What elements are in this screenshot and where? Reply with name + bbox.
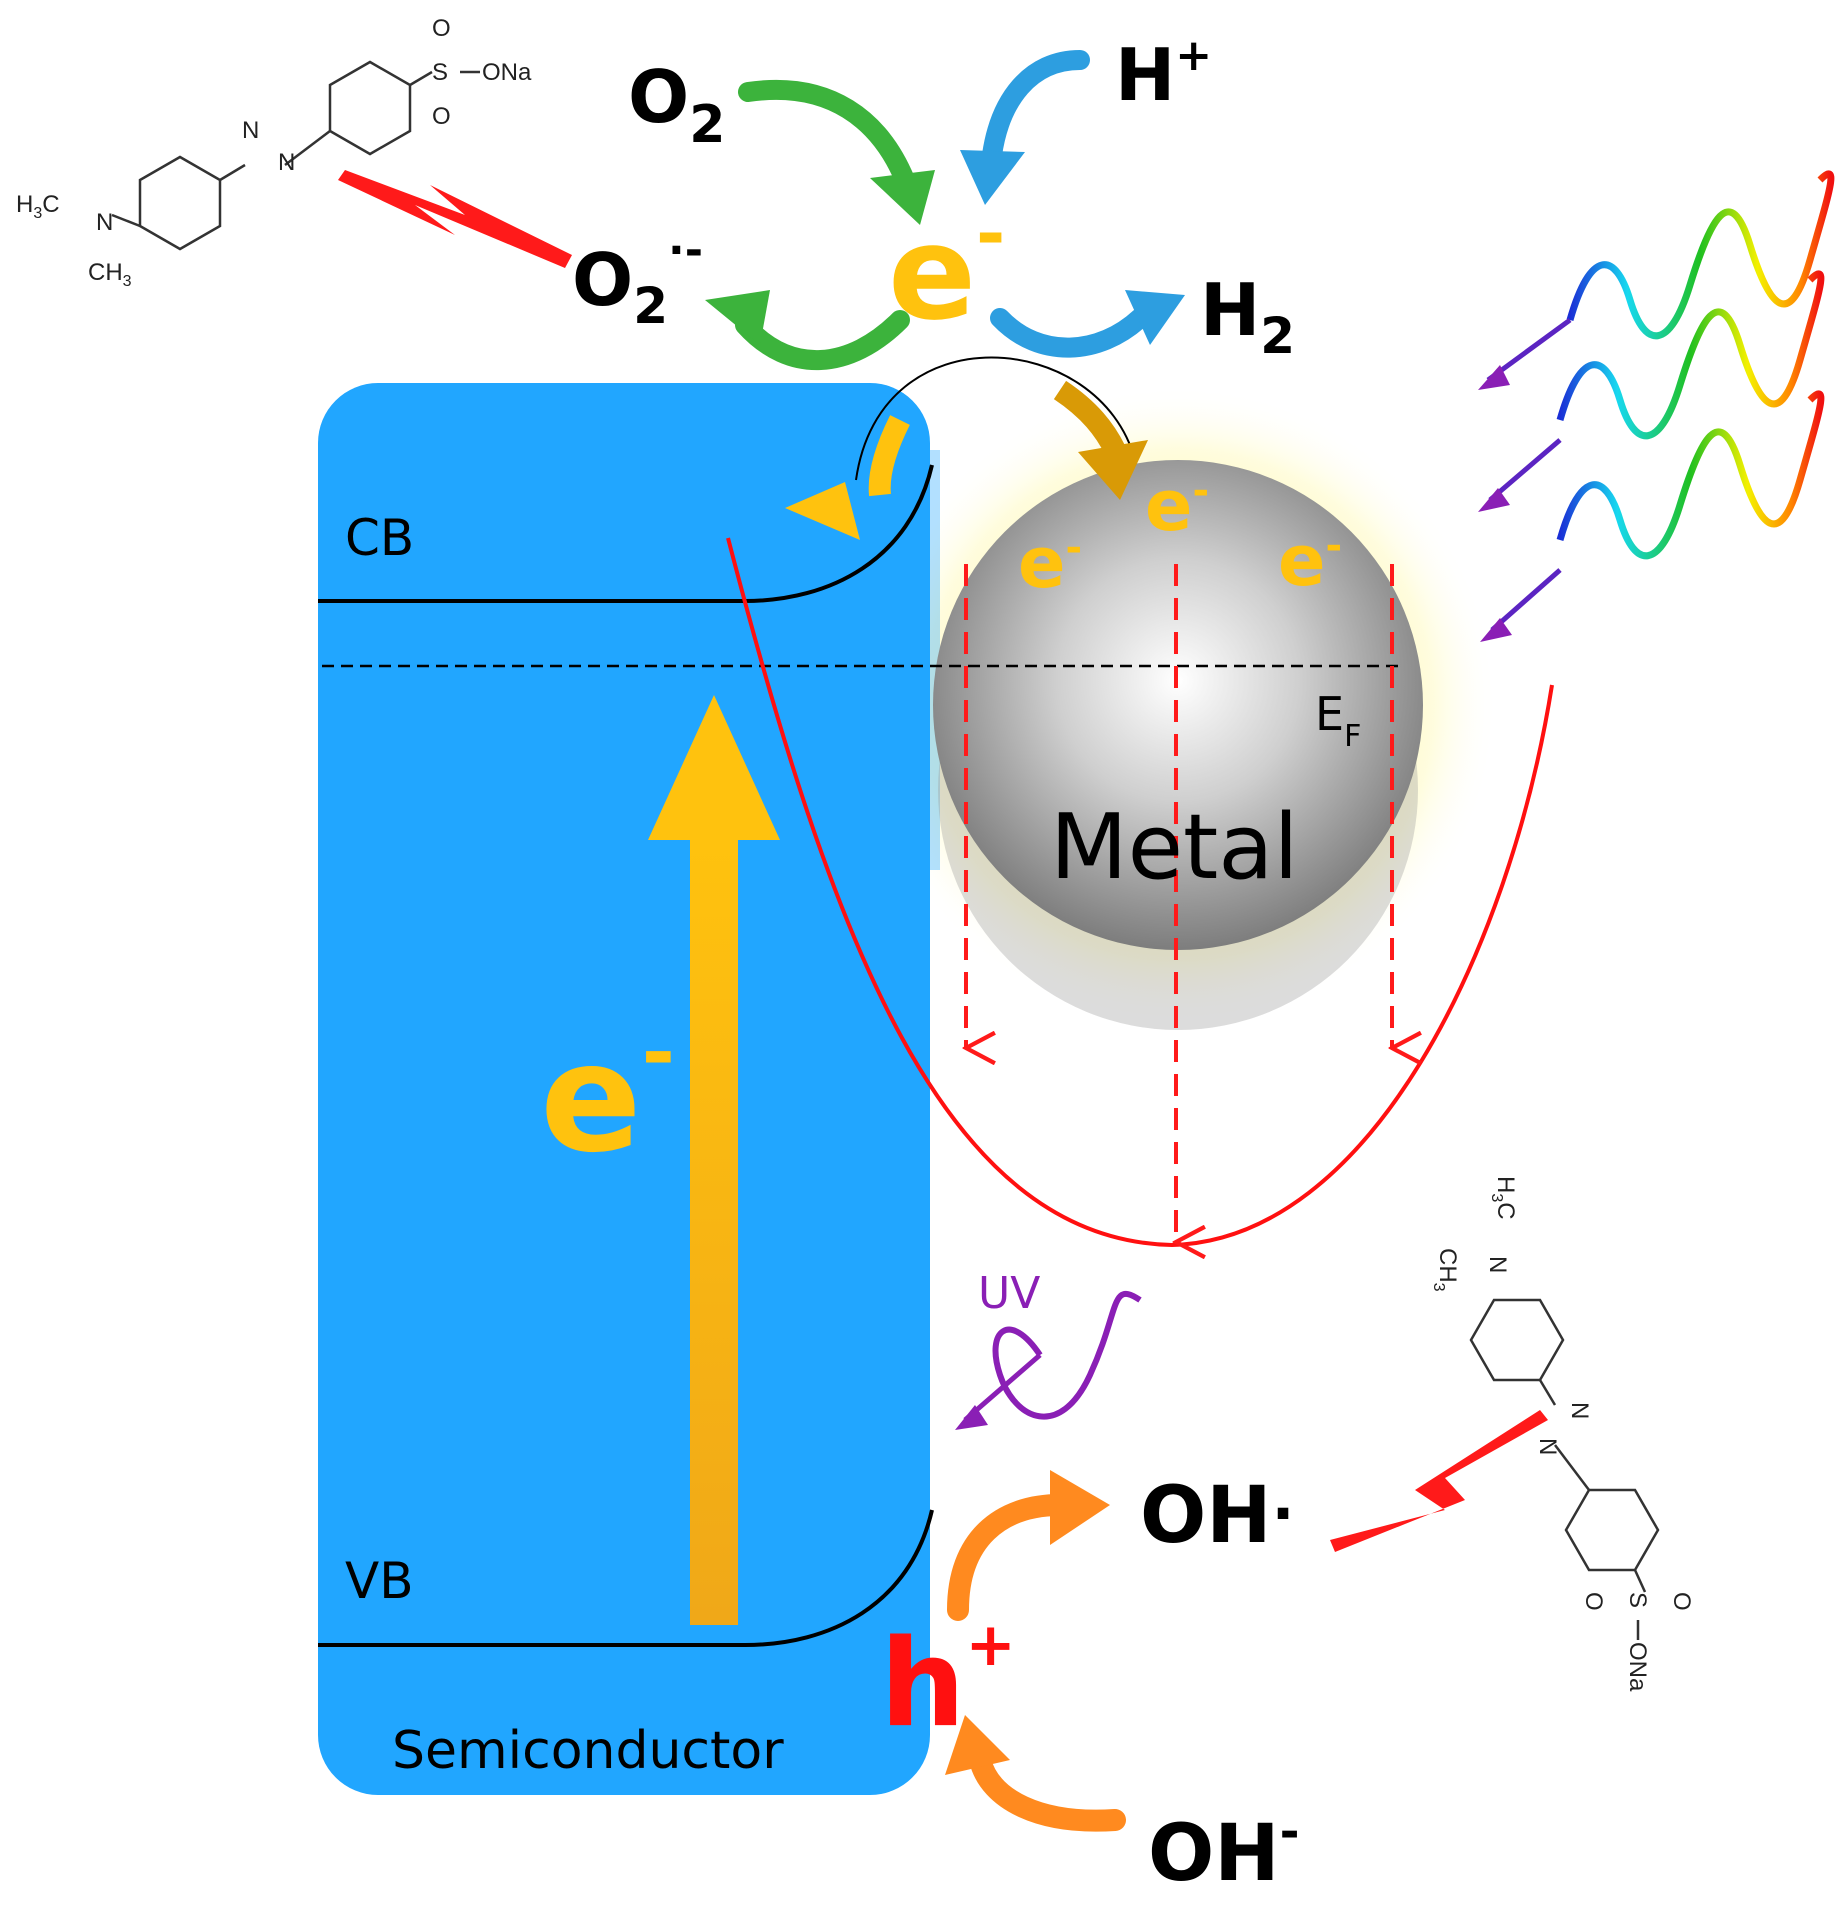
light-arrowhead-3	[1480, 618, 1512, 642]
excitation-arrow-shaft	[690, 840, 738, 1625]
label-o2-radical: O2·-	[572, 225, 703, 335]
mol-top-o-bottom: O	[432, 103, 451, 130]
molecule-top-bond-1	[111, 213, 141, 228]
cb-band-line	[318, 464, 934, 603]
label-o2: O2	[628, 55, 725, 155]
label-uv: UV	[978, 1268, 1040, 1319]
uv-wave	[992, 1291, 1142, 1420]
semiconductor-fade	[880, 450, 940, 870]
mol-top-ona: ONa	[482, 59, 532, 86]
hplus-to-e-arrow	[982, 50, 1090, 165]
excitation-arrow-head	[648, 695, 780, 840]
mol-bottom-o-bottom: O	[1580, 1592, 1607, 1611]
label-oh-minus: OH-	[1148, 1804, 1300, 1899]
molecule-top-bond-2	[219, 163, 246, 182]
e-to-o2-radical-arrowhead	[705, 290, 770, 345]
light-arrowhead-2	[1478, 488, 1510, 512]
light-wave-3	[1556, 390, 1825, 560]
transfer-arrow-to-metal	[1053, 380, 1125, 456]
label-e-metal-top: e-	[1145, 465, 1209, 547]
molecule-bottom-ring-2	[1564, 1488, 1660, 1572]
label-e-metal-left: e-	[1018, 522, 1082, 604]
transfer-arrow-to-sc	[868, 415, 910, 497]
mol-top-n-azo2: N	[278, 149, 295, 176]
light-arrow-2	[1488, 438, 1562, 502]
light-wave-2	[1556, 270, 1825, 440]
hplus-to-e-arrowhead	[960, 150, 1025, 205]
label-fermi: EF	[1315, 687, 1361, 754]
mol-top-s: S	[432, 59, 448, 86]
mol-bottom-h3c: H3C	[1488, 1176, 1519, 1220]
mol-bottom-n-azo2: N	[1534, 1438, 1561, 1455]
mol-top-h3c: H3C	[16, 191, 60, 222]
mol-top-ch3: CH3	[88, 259, 132, 290]
mol-bottom-s: S	[1624, 1592, 1651, 1608]
label-h-plus: H+	[1115, 30, 1212, 117]
molecule-top-bond-3	[284, 130, 331, 166]
label-vb: VB	[345, 1552, 414, 1610]
label-e-big: e-	[540, 1006, 675, 1186]
molecule-top-bond-4	[409, 70, 433, 87]
molecule-bottom-bond-2	[1554, 1444, 1590, 1491]
label-e-center: e-	[888, 193, 1005, 349]
e-to-o2-radical-arrow	[735, 310, 910, 371]
ohminus-to-hole-arrowhead	[945, 1715, 1010, 1775]
mol-bottom-n-azo1: N	[1566, 1402, 1593, 1419]
zigzag-bottom	[1330, 1410, 1548, 1552]
hole-to-ohrad-arrow	[947, 1494, 1071, 1621]
molecule-bottom-right: H3C N CH3 N N S O O ONa	[1430, 1176, 1695, 1692]
ohminus-to-hole-arrow	[969, 1749, 1126, 1832]
zigzag-top	[338, 170, 572, 268]
mol-top-n-amine: N	[96, 209, 113, 236]
hole-to-ohrad-arrowhead	[1050, 1470, 1110, 1545]
mol-bottom-ona: ONa	[1624, 1642, 1651, 1692]
e-to-h2-arrowhead	[1125, 290, 1185, 345]
light-wave-1	[1566, 170, 1835, 340]
label-semiconductor: Semiconductor	[392, 1721, 784, 1781]
label-e-metal-right: e-	[1278, 520, 1342, 602]
uv-arrowhead	[955, 1405, 988, 1430]
e-to-h2-arrow	[990, 308, 1150, 358]
label-h2: H2	[1200, 268, 1295, 365]
mol-bottom-n-amine: N	[1484, 1256, 1511, 1273]
potential-well-curve	[726, 537, 1554, 1248]
molecule-bottom-bond-1	[1538, 1379, 1557, 1406]
molecule-top-ring-1	[138, 155, 222, 251]
light-arrow-3	[1490, 568, 1562, 632]
mol-bottom-o-top: O	[1668, 1592, 1695, 1611]
light-arrowhead-1	[1478, 365, 1510, 390]
mol-top-o-top: O	[432, 15, 451, 42]
label-metal: Metal	[1050, 795, 1298, 900]
label-hole: h+	[880, 1610, 1016, 1754]
label-cb: CB	[345, 509, 414, 567]
vb-band-line	[318, 1509, 934, 1647]
label-oh-radical: OH·	[1140, 1471, 1294, 1561]
semiconductor-block	[318, 383, 930, 1795]
o2-to-e-arrow	[738, 79, 915, 190]
transfer-arrowhead-sc	[785, 482, 860, 540]
molecule-top-left: H3C N CH3 N N S O O ONa	[16, 15, 532, 290]
mol-bottom-ch3: CH3	[1430, 1248, 1461, 1292]
transfer-arrowhead-metal	[1078, 440, 1148, 500]
mol-top-n-azo1: N	[242, 117, 259, 144]
molecule-bottom-ring-1	[1469, 1298, 1565, 1382]
molecule-bottom-bond-3	[1633, 1569, 1647, 1593]
o2-to-e-arrowhead	[870, 170, 935, 225]
molecule-top-ring-2	[328, 60, 412, 156]
transfer-arc-line	[855, 356, 1136, 481]
